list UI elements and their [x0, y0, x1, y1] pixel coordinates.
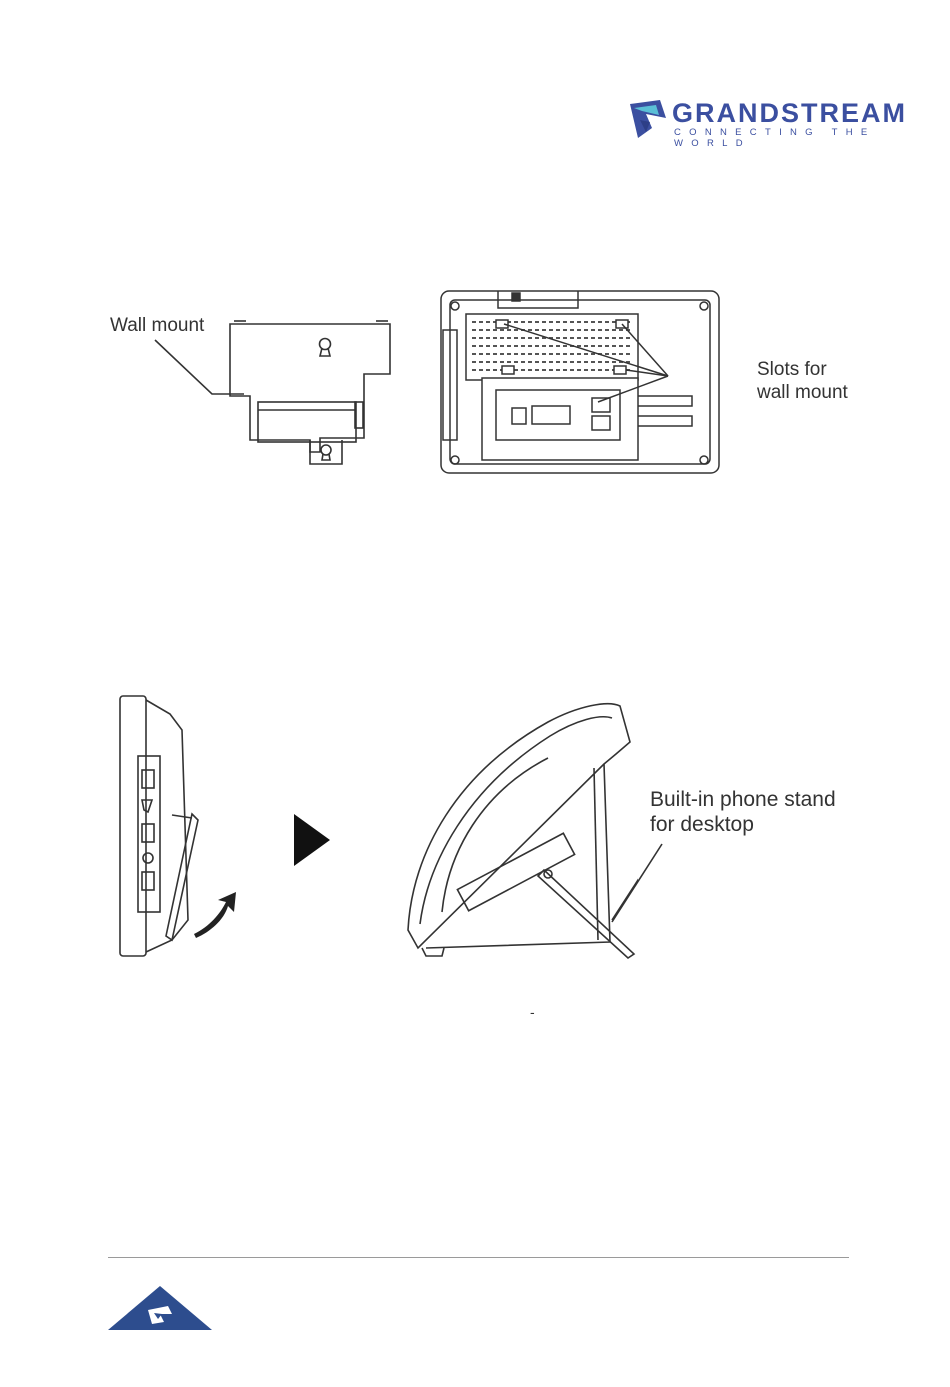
wall-mount-bracket-drawing [150, 318, 400, 473]
brand-logo: GRANDSTREAM CONNECTING THE WORLD [626, 98, 896, 142]
label-stand-line2: for desktop [650, 812, 754, 838]
phone-side-folding-drawing [112, 690, 252, 965]
brand-tagline: CONNECTING THE WORLD [674, 127, 896, 149]
stand-leader-line [600, 840, 670, 930]
label-stand-line1: Built-in phone stand [650, 787, 836, 813]
brand-name: GRANDSTREAM [672, 98, 907, 129]
fold-arrow-icon [194, 892, 236, 938]
label-slots-line1: Slots for [757, 358, 827, 381]
footer-brand-badge-icon [106, 1284, 214, 1332]
caption-mark: - [530, 1004, 535, 1020]
phone-back-drawing [438, 288, 738, 478]
brand-logo-icon [626, 98, 670, 142]
next-step-arrow-icon [292, 812, 332, 868]
footer-rule [108, 1257, 849, 1258]
label-slots-line2: wall mount [757, 381, 848, 404]
